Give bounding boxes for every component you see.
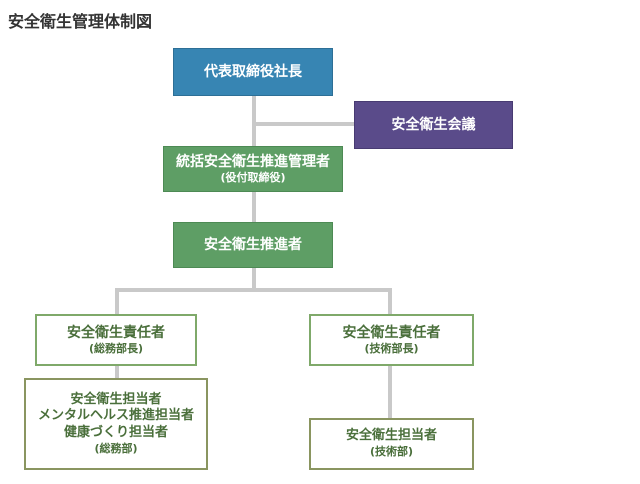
safety-committee-node: 安全衛生会議 (354, 101, 513, 149)
connector-branch-horizontal (115, 288, 392, 292)
connector-manager-to-promoter (252, 192, 256, 222)
staff-technical-node: 安全衛生担当者 (技術部) (309, 418, 474, 470)
promoter-node: 安全衛生推進者 (173, 222, 333, 268)
responsible-technical-label: 安全衛生責任者 (342, 324, 441, 341)
general-manager-sub: (役付取締役) (220, 170, 286, 184)
responsible-technical-sub: (技術部長) (364, 341, 419, 355)
staff-general-affairs-line3: 健康づくり担当者 (63, 425, 168, 441)
connector-left-resp-to-staff (115, 366, 119, 378)
responsible-technical-node: 安全衛生責任者 (技術部長) (309, 314, 474, 366)
connector-president-to-manager (252, 96, 256, 146)
staff-general-affairs-line1: 安全衛生担当者 (70, 391, 162, 407)
staff-technical-sub: (技術部) (369, 445, 414, 459)
safety-committee-label: 安全衛生会議 (391, 116, 476, 133)
connector-right-resp-to-staff (388, 366, 392, 418)
responsible-general-affairs-sub: (総務部長) (88, 341, 144, 355)
responsible-general-affairs-node: 安全衛生責任者 (総務部長) (35, 314, 197, 366)
staff-general-affairs-sub: (総務部) (94, 442, 138, 456)
general-manager-label: 統括安全衛生推進管理者 (176, 153, 330, 170)
promoter-label: 安全衛生推進者 (204, 236, 302, 253)
responsible-general-affairs-label: 安全衛生責任者 (67, 324, 165, 341)
president-label: 代表取締役社長 (204, 63, 302, 80)
connector-promoter-down (252, 268, 256, 290)
staff-technical-label: 安全衛生担当者 (345, 428, 437, 444)
connector-to-committee (252, 122, 354, 126)
connector-branch-left (115, 288, 119, 314)
president-node: 代表取締役社長 (173, 48, 333, 96)
staff-general-affairs-node: 安全衛生担当者 メンタルヘルス推進担当者 健康づくり担当者 (総務部) (24, 378, 208, 470)
general-manager-node: 統括安全衛生推進管理者 (役付取締役) (163, 146, 343, 192)
connector-branch-right (388, 288, 392, 314)
page-title: 安全衛生管理体制図 (8, 12, 153, 31)
staff-general-affairs-line2: メンタルヘルス推進担当者 (37, 408, 194, 424)
